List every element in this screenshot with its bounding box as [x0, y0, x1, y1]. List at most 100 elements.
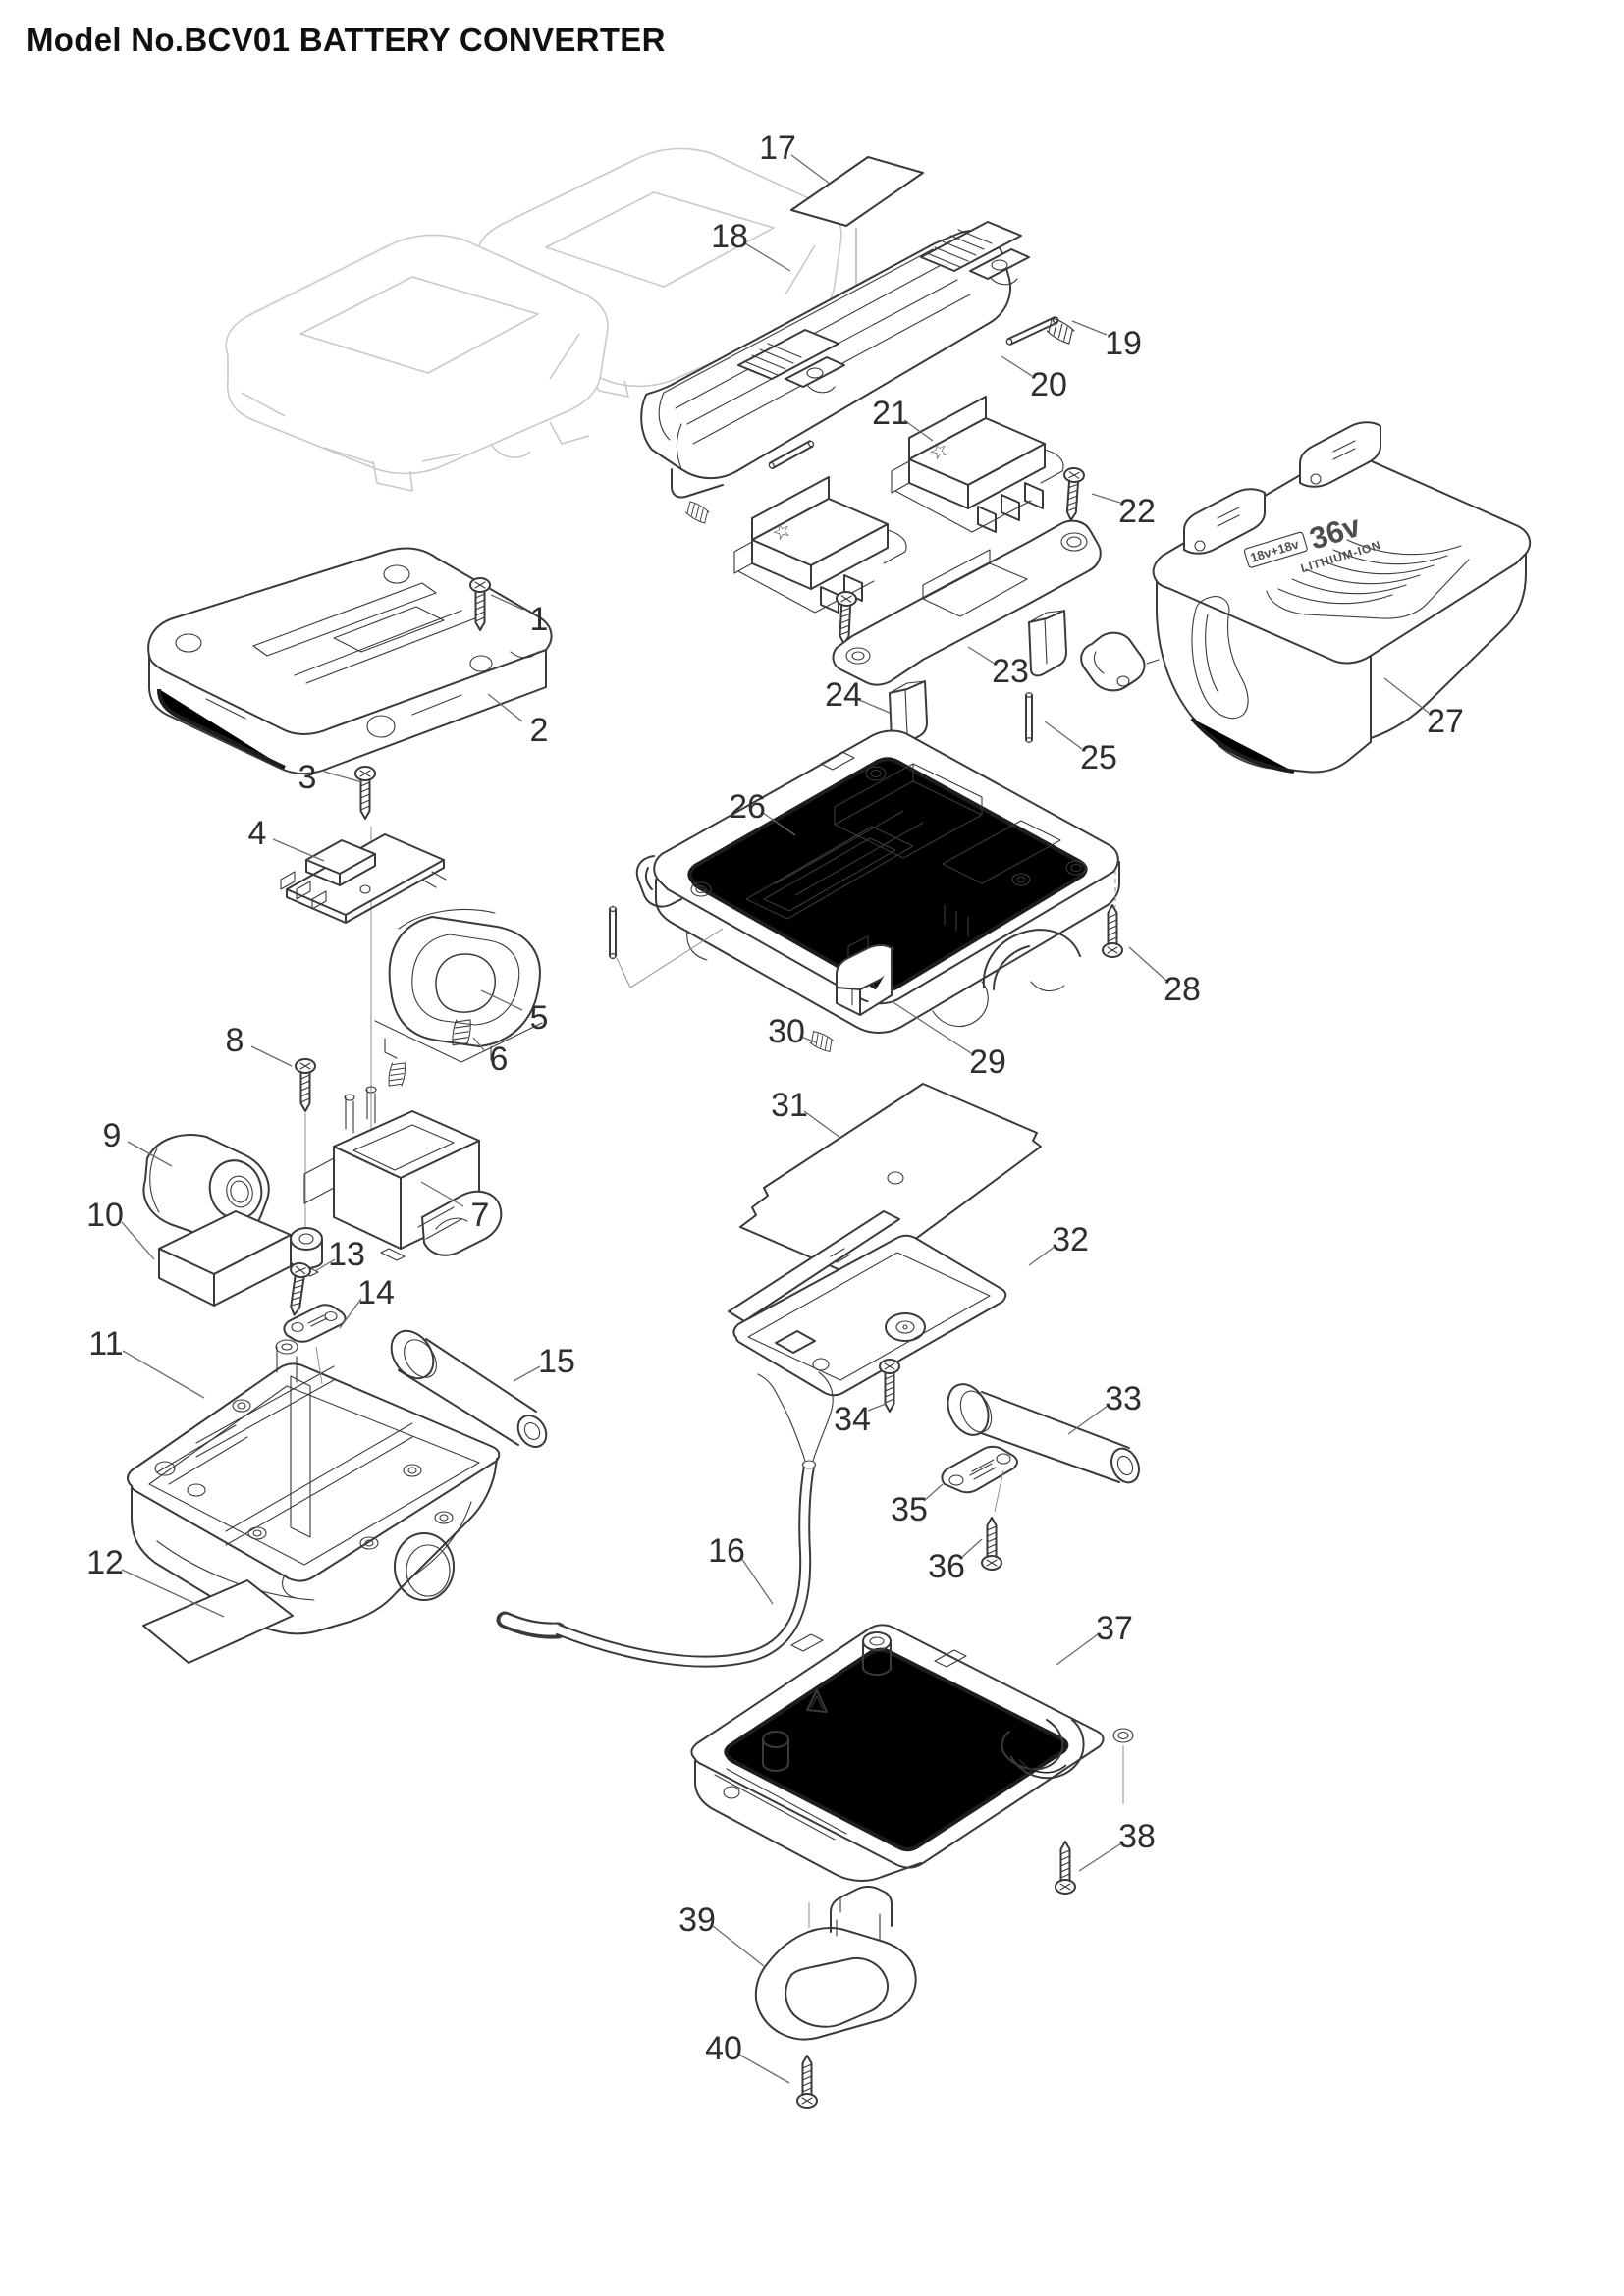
part-1-label: 1 [530, 601, 549, 638]
part-31-controller-board [728, 1083, 1042, 1322]
part-15-cord-guard [390, 1329, 548, 1448]
part-7-label: 7 [471, 1197, 490, 1234]
part-29-latch-button [836, 935, 893, 1016]
part-32-label: 32 [1052, 1221, 1089, 1258]
part-37-bottom-cover [690, 1624, 1134, 1928]
part-26-label: 26 [729, 788, 766, 826]
part-21-terminal-block-a: ☆ [891, 396, 1064, 533]
part-5-label: 5 [530, 999, 549, 1037]
part-31-leader-line [803, 1110, 841, 1139]
part-12-label: 12 [86, 1544, 124, 1581]
part-25-pin [1024, 691, 1034, 744]
part-32-seal-plate [732, 1234, 1007, 1397]
part-33-label: 33 [1105, 1380, 1142, 1417]
part-29-label: 29 [969, 1043, 1006, 1081]
part-28-leader-line [1128, 946, 1167, 982]
part-24-label: 24 [825, 676, 862, 714]
part-17-label: 17 [759, 130, 796, 167]
part-21-terminal-block-b: ☆ [733, 476, 907, 614]
part-10-label: 10 [86, 1197, 124, 1234]
part-28-label: 28 [1164, 971, 1201, 1008]
part-16-power-cable [496, 1371, 834, 1668]
part-37-leader-line [1056, 1633, 1099, 1666]
part-3-leader-line [323, 771, 363, 783]
reference-batteries-ghost [225, 147, 842, 492]
part-24-leader-line [858, 699, 891, 714]
part-9-leader-line [127, 1141, 173, 1167]
part-14-label: 14 [357, 1274, 395, 1311]
part-10-leader-line [121, 1221, 155, 1260]
pin-placement-line [616, 928, 724, 988]
part-13-leader-line [314, 1258, 336, 1272]
part-3-label: 3 [298, 759, 317, 796]
part-15-label: 15 [538, 1343, 575, 1380]
part-25-label: 25 [1080, 739, 1117, 776]
part-11-leader-line [122, 1350, 205, 1399]
part-16-label: 16 [708, 1532, 745, 1570]
part-9-label: 9 [103, 1117, 122, 1154]
part-4-terminal-pcb [280, 833, 447, 924]
part-8-screw [295, 1058, 316, 1112]
part-16-leader-line [740, 1557, 774, 1605]
part-27-label: 27 [1427, 703, 1464, 740]
part-34-leader-line [867, 1403, 887, 1412]
part-39-belt-hook [754, 1886, 917, 2041]
part-2-label: 2 [530, 712, 549, 749]
part-14-cord-clamp [283, 1304, 347, 1343]
part-33-cord-guard [947, 1383, 1140, 1484]
part-5-latch-hood [374, 908, 543, 1063]
part-32-leader-line [1028, 1246, 1056, 1266]
part-10-sponge-block [158, 1210, 292, 1307]
part-12-leader-line [121, 1569, 225, 1618]
part-20-leader-line [1001, 355, 1033, 377]
part-19-spring [1044, 316, 1078, 346]
part-3-screw [354, 766, 376, 820]
part-17-leader-line [790, 154, 831, 185]
part-39-leader-line [712, 1925, 765, 1967]
part-13-screw [283, 1260, 312, 1317]
part-15-leader-line [513, 1365, 541, 1382]
part-35-label: 35 [891, 1491, 928, 1528]
part-22-screw [1059, 466, 1086, 522]
part-7-leader-line [420, 1181, 464, 1207]
part-27-battery-cover: 18v+18v 36v LITHIUM-ION [1080, 421, 1532, 774]
part-23-label: 23 [992, 653, 1029, 690]
part-13-label: 13 [328, 1236, 365, 1273]
part-19-spring-duplicate [682, 500, 712, 525]
part-4-leader-line [272, 838, 325, 862]
part-18-terminal-rail-housing [640, 221, 1030, 499]
part-37-label: 37 [1096, 1610, 1133, 1647]
part-18-label: 18 [711, 218, 748, 255]
part-24-clip-a [1028, 610, 1067, 677]
part-6-spring-duplicate [387, 1060, 407, 1089]
part-38-leader-line [1078, 1842, 1122, 1872]
part-23-leader-line [967, 646, 996, 665]
part-28-screw [1102, 904, 1123, 958]
part-4-label: 4 [248, 815, 267, 852]
part-labels-layer: 1234567891011121314151617181920212223242… [86, 130, 1464, 2084]
part-7-terminal-holder [290, 1086, 503, 1277]
part-21-label: 21 [872, 395, 909, 432]
part-20-label: 20 [1030, 366, 1067, 403]
part-22-label: 22 [1118, 493, 1156, 530]
part-36-leader-line [960, 1538, 983, 1559]
part-34-label: 34 [834, 1401, 871, 1438]
part-11-lower-housing [127, 1339, 501, 1635]
part-39-label: 39 [678, 1901, 716, 1939]
part-21-leader-line [903, 419, 934, 442]
part-6-leader-line [472, 1037, 485, 1051]
part-11-label: 11 [88, 1325, 123, 1362]
part-40-leader-line [738, 2054, 790, 2084]
part-38-screw [1055, 1841, 1076, 1895]
part-14-leader-line [339, 1298, 362, 1329]
part-19-leader-line [1071, 320, 1108, 336]
part-26-leader-line [762, 812, 796, 836]
part-23-bracket-plate [832, 519, 1102, 686]
part-19-label: 19 [1105, 325, 1142, 362]
part-30-label: 30 [768, 1013, 805, 1050]
part-8-label: 8 [226, 1022, 244, 1059]
part-22-leader-line [1091, 493, 1121, 504]
part-5-leader-line [480, 989, 523, 1011]
part-35-leader-line [923, 1483, 944, 1502]
